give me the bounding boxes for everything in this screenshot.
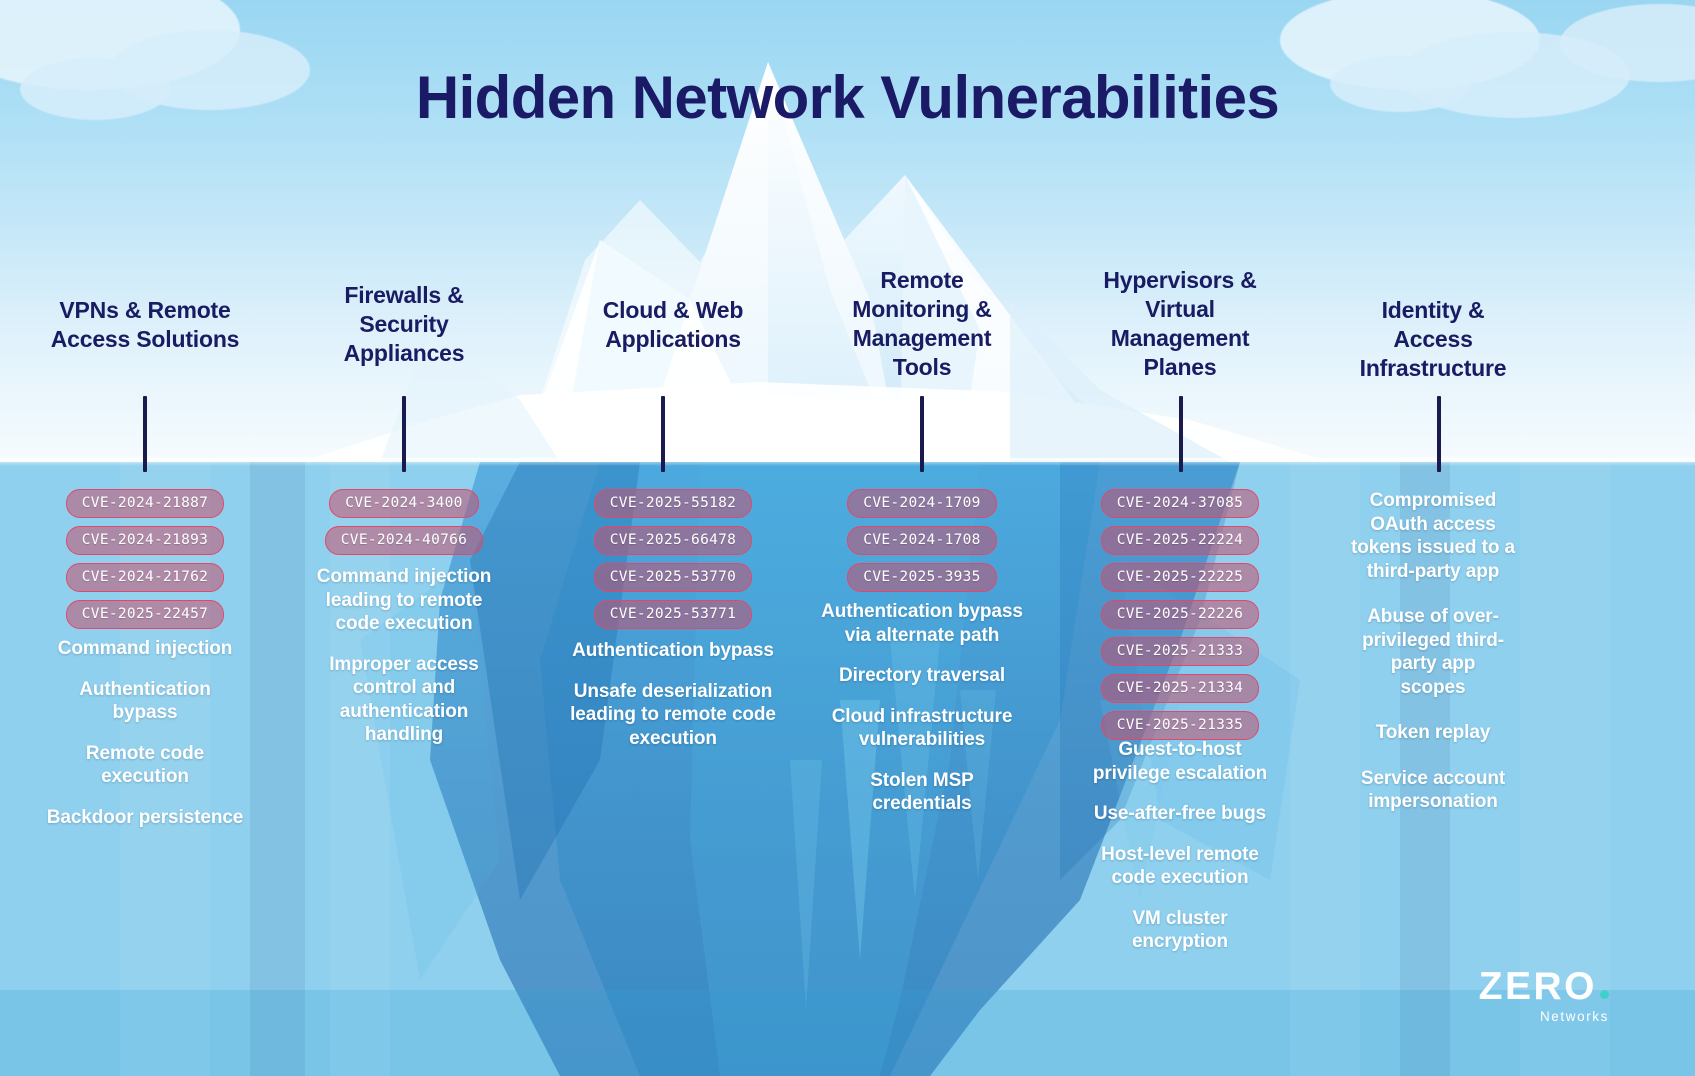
list-item: Command injection leading to remote code…: [316, 566, 492, 634]
heading-line: Management: [1110, 325, 1250, 351]
cve-badge[interactable]: CVE-2025-21334: [1100, 674, 1260, 703]
column-heading-cloud: Cloud & Web Applications: [548, 296, 798, 354]
heading-line: VPNs & Remote: [59, 297, 231, 323]
list-item: Command injection: [57, 638, 233, 659]
cve-badge[interactable]: CVE-2025-55182: [593, 489, 753, 518]
heading-line: Tools: [892, 354, 952, 380]
cve-badge-group-vpns: CVE-2024-21887 CVE-2024-21893 CVE-2024-2…: [14, 489, 276, 629]
list-item: Authentication bypass: [572, 640, 774, 661]
cve-badge-group-rmm: CVE-2024-1709 CVE-2024-1708 CVE-2025-393…: [810, 489, 1034, 592]
heading-line: Planes: [1143, 354, 1217, 380]
cve-badge[interactable]: CVE-2025-53770: [593, 563, 753, 592]
list-item: Stolen MSP credentials: [870, 769, 974, 815]
heading-line: Access Solutions: [50, 326, 240, 352]
list-item: Remote code execution: [85, 742, 205, 788]
list-item: VM cluster encryption: [1131, 907, 1229, 953]
impact-list-identity: Compromised OAuth access tokens issued t…: [1318, 489, 1548, 814]
cve-badge[interactable]: CVE-2025-3935: [847, 563, 997, 592]
cve-badge[interactable]: CVE-2025-66478: [593, 526, 753, 555]
cve-badge[interactable]: CVE-2025-22457: [65, 600, 225, 629]
column-stem: [143, 396, 147, 472]
logo-name: ZERO: [1478, 965, 1597, 1008]
list-item: Directory traversal: [838, 665, 1006, 686]
cve-badge[interactable]: CVE-2025-22225: [1100, 563, 1260, 592]
heading-line: Infrastructure: [1359, 355, 1507, 381]
heading-line: Security: [359, 311, 449, 337]
column-heading-firewalls: Firewalls & Security Appliances: [288, 281, 520, 368]
cve-badge-group-firewalls: CVE-2024-3400 CVE-2024-40766: [288, 489, 520, 555]
column-stem: [920, 396, 924, 472]
impact-list-rmm: Authentication bypass via alternate path…: [800, 600, 1044, 816]
list-item: Authentication bypass via alternate path: [821, 601, 1023, 646]
column-heading-hypervisors: Hypervisors & Virtual Management Planes: [1072, 266, 1288, 382]
page-title: Hidden Network Vulnerabilities: [415, 64, 1280, 131]
list-item: Unsafe deserialization leading to remote…: [570, 680, 776, 749]
cve-badge[interactable]: CVE-2024-21893: [65, 526, 225, 555]
logo-dot-icon: [1600, 990, 1609, 999]
heading-line: Applications: [605, 326, 741, 352]
cve-badge[interactable]: CVE-2024-21762: [65, 563, 225, 592]
heading-line: Virtual: [1145, 296, 1215, 322]
brand-logo: ZERO Networks: [1479, 967, 1609, 1024]
list-item: Use-after-free bugs: [1093, 803, 1267, 824]
heading-line: Monitoring &: [852, 296, 992, 322]
list-item: Authentication bypass: [79, 678, 211, 724]
heading-line: Cloud & Web: [602, 297, 744, 323]
column-heading-vpns: VPNs & Remote Access Solutions: [14, 296, 276, 354]
column-stem: [661, 396, 665, 472]
column-stem: [1179, 396, 1183, 472]
cve-badge[interactable]: CVE-2025-53771: [593, 600, 753, 629]
cve-badge[interactable]: CVE-2024-37085: [1100, 489, 1260, 518]
cve-badge[interactable]: CVE-2024-1708: [847, 526, 997, 555]
cve-badge[interactable]: CVE-2025-22226: [1100, 600, 1260, 629]
heading-line: Firewalls &: [344, 282, 464, 308]
cve-badge[interactable]: CVE-2025-22224: [1100, 526, 1260, 555]
heading-line: Appliances: [343, 340, 465, 366]
cve-badge-group-cloud: CVE-2025-55182 CVE-2025-66478 CVE-2025-5…: [548, 489, 798, 629]
list-item: Host-level remote code execution: [1101, 843, 1259, 889]
column-heading-rmm: Remote Monitoring & Management Tools: [818, 266, 1026, 382]
heading-line: Management: [852, 325, 992, 351]
list-item: Compromised OAuth access tokens issued t…: [1351, 490, 1515, 582]
list-item: Abuse of over-privileged third-party app…: [1362, 606, 1504, 698]
list-item: Guest-to-host privilege escalation: [1092, 739, 1268, 784]
cloud-shape: [1330, 56, 1470, 112]
cve-badge[interactable]: CVE-2024-1709: [847, 489, 997, 518]
heading-line: Access: [1393, 326, 1473, 352]
cve-badge[interactable]: CVE-2024-21887: [65, 489, 225, 518]
impact-list-vpns: Command injection Authentication bypass …: [14, 637, 276, 829]
impact-list-firewalls: Command injection leading to remote code…: [288, 565, 520, 747]
cve-badge[interactable]: CVE-2025-21335: [1100, 711, 1260, 740]
column-stem: [402, 396, 406, 472]
impact-list-hypervisors: Guest-to-host privilege escalation Use-a…: [1058, 738, 1302, 954]
logo-wordmark: ZERO: [1479, 967, 1609, 1007]
impact-list-cloud: Authentication bypass Unsafe deserializa…: [538, 639, 808, 750]
logo-tagline: Networks: [1539, 1009, 1609, 1024]
column-stem: [1437, 396, 1441, 472]
list-item: Token replay: [1375, 722, 1491, 743]
heading-line: Hypervisors &: [1103, 267, 1257, 293]
list-item: Backdoor persistence: [46, 806, 244, 828]
cve-badge[interactable]: CVE-2024-40766: [324, 526, 484, 555]
list-item: Cloud infrastructure vulnerabilities: [831, 705, 1013, 751]
column-heading-identity: Identity & Access Infrastructure: [1330, 296, 1536, 383]
list-item: Service account impersonation: [1360, 767, 1506, 813]
cve-badge[interactable]: CVE-2024-3400: [329, 489, 479, 518]
heading-line: Identity &: [1381, 297, 1485, 323]
cve-badge[interactable]: CVE-2025-21333: [1100, 637, 1260, 666]
heading-line: Remote: [880, 267, 964, 293]
list-item: Improper access control and authenticati…: [329, 653, 479, 746]
cloud-shape: [20, 58, 170, 120]
waterline: [0, 458, 1695, 466]
cve-badge-group-hypervisors: CVE-2024-37085 CVE-2025-22224 CVE-2025-2…: [1064, 489, 1296, 740]
